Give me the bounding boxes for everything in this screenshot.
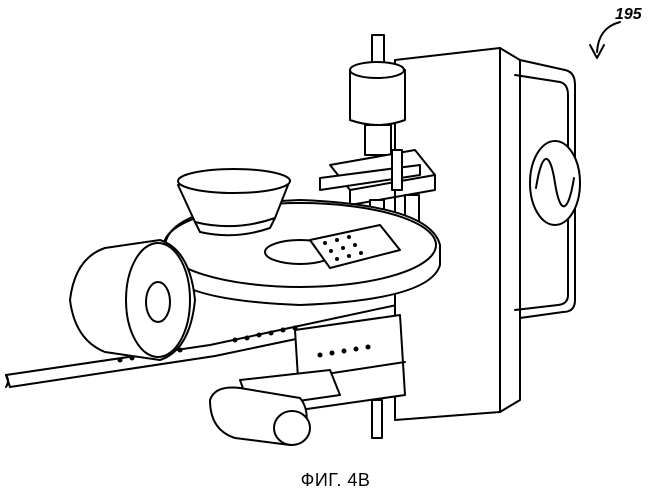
reference-arrow	[590, 22, 620, 58]
reference-numeral: 195	[615, 6, 642, 24]
tape-roll	[70, 240, 195, 360]
sine-wave-icon	[530, 141, 580, 225]
figure-caption: ФИГ. 4B	[0, 470, 671, 491]
